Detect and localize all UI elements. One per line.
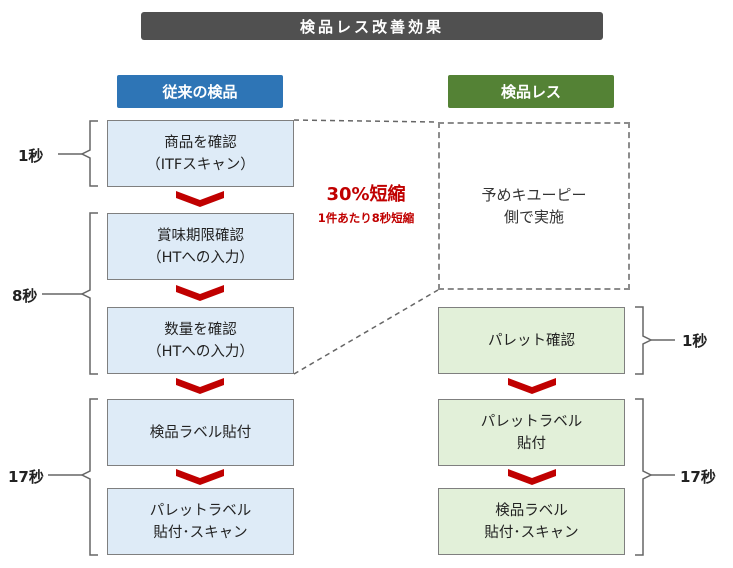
step-pallet-check: パレット確認 bbox=[438, 307, 625, 374]
step-product-check: 商品を確認 （ITFスキャン） bbox=[107, 120, 294, 187]
step-line2: （HTへの入力） bbox=[147, 343, 254, 360]
step-line1: 検品ラベル bbox=[495, 502, 568, 519]
time-label-left-2: 8秒 bbox=[12, 287, 38, 305]
arrow-down bbox=[176, 191, 224, 207]
step-line1: パレットラベル bbox=[149, 502, 252, 519]
step-inspection-label: 検品ラベル貼付 bbox=[107, 399, 294, 466]
prestep-line1: 予めキユーピー bbox=[481, 186, 587, 204]
reduction-detail: 1件あたり8秒短縮 bbox=[317, 211, 415, 225]
step-line1: 検品ラベル貼付 bbox=[149, 424, 252, 441]
step-pallet-label-right: パレットラベル 貼付 bbox=[438, 399, 625, 466]
step-line1: パレットラベル bbox=[480, 413, 583, 430]
bracket-left-3 bbox=[80, 398, 98, 556]
step-line1: 数量を確認 bbox=[164, 321, 237, 338]
step-inspection-label-right: 検品ラベル 貼付･スキャン bbox=[438, 488, 625, 555]
step-expiry-check: 賞味期限確認 （HTへの入力） bbox=[107, 213, 294, 280]
reduction-headline: 30%短縮 bbox=[326, 184, 406, 205]
step-line2: 貼付･スキャン bbox=[484, 524, 579, 541]
step-line2: （HTへの入力） bbox=[147, 249, 254, 266]
bracket-right-2 bbox=[635, 398, 653, 556]
time-label-right-1: 1秒 bbox=[682, 332, 708, 350]
bracket-left-2 bbox=[80, 212, 98, 375]
bracket-left-1 bbox=[80, 120, 98, 187]
time-label-left-3: 17秒 bbox=[8, 468, 44, 486]
diagram-title: 検品レス改善効果 bbox=[141, 12, 603, 40]
pre-performed-box: 予めキユーピー 側で実施 bbox=[438, 122, 630, 290]
arrow-down bbox=[508, 378, 556, 394]
arrow-down bbox=[508, 469, 556, 485]
bracket-right-1 bbox=[635, 306, 653, 375]
step-line2: （ITFスキャン） bbox=[146, 156, 255, 173]
step-line1: パレット確認 bbox=[488, 332, 575, 349]
prestep-line2: 側で実施 bbox=[503, 208, 564, 226]
time-label-right-2: 17秒 bbox=[680, 468, 716, 486]
connector-bottom bbox=[293, 289, 439, 375]
arrow-down bbox=[176, 378, 224, 394]
step-line1: 賞味期限確認 bbox=[157, 227, 244, 244]
arrow-down bbox=[176, 469, 224, 485]
arrow-down bbox=[176, 285, 224, 301]
inspection-less-header: 検品レス bbox=[448, 75, 614, 108]
time-label-left-1: 1秒 bbox=[18, 147, 44, 165]
step-line1: 商品を確認 bbox=[164, 134, 237, 151]
step-line2: 貼付 bbox=[517, 435, 546, 452]
step-quantity-check: 数量を確認 （HTへの入力） bbox=[107, 307, 294, 374]
step-line2: 貼付･スキャン bbox=[153, 524, 248, 541]
step-pallet-label: パレットラベル 貼付･スキャン bbox=[107, 488, 294, 555]
connector-top bbox=[293, 119, 439, 123]
conventional-header: 従来の検品 bbox=[117, 75, 283, 108]
